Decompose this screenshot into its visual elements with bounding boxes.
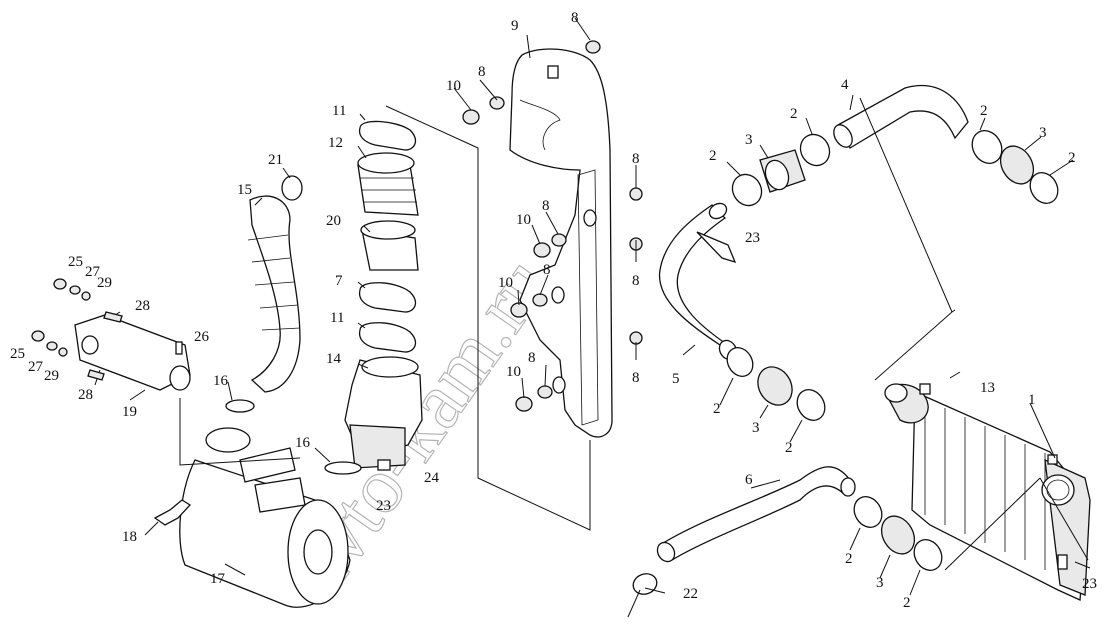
label-29: 29	[44, 368, 59, 384]
label-2: 2	[845, 551, 853, 567]
clamps-and-couplers	[632, 130, 1059, 595]
pipe-4	[833, 84, 969, 149]
bracket-19	[31, 278, 191, 391]
label-27: 27	[28, 359, 44, 375]
label-28: 28	[78, 387, 93, 403]
leader-lines	[129, 17, 1091, 618]
label-29: 29	[97, 275, 112, 291]
label-23: 23	[376, 498, 391, 514]
label-6: 6	[745, 472, 753, 488]
label-27: 27	[85, 264, 101, 280]
label-25: 25	[10, 346, 25, 362]
label-23: 23	[745, 230, 760, 246]
label-16: 16	[213, 373, 229, 389]
label-5: 5	[672, 371, 680, 387]
air-filter-17	[179, 399, 362, 608]
label-10: 10	[506, 364, 521, 380]
label-7: 7	[335, 273, 343, 289]
intake-stack	[344, 120, 423, 471]
label-20: 20	[326, 213, 341, 229]
intercooler-radiator	[884, 383, 1091, 601]
hose-5	[658, 202, 738, 361]
label-14: 14	[326, 351, 342, 367]
label-3: 3	[1039, 125, 1047, 141]
label-10: 10	[516, 212, 531, 228]
label-8: 8	[632, 273, 640, 289]
label-10: 10	[498, 275, 513, 291]
pipe-6	[656, 466, 856, 563]
panel-9	[509, 48, 613, 438]
sensor-18	[153, 499, 192, 526]
label-8: 8	[528, 350, 536, 366]
label-28: 28	[135, 298, 150, 314]
label-8: 8	[571, 10, 579, 26]
label-16: 16	[295, 435, 311, 451]
label-15: 15	[237, 182, 252, 198]
label-1: 1	[1028, 392, 1036, 408]
label-2: 2	[790, 106, 798, 122]
label-12: 12	[328, 135, 343, 151]
label-17: 17	[210, 571, 226, 587]
label-25: 25	[68, 254, 83, 270]
label-18: 18	[122, 529, 137, 545]
label-3: 3	[876, 575, 884, 591]
label-11: 11	[330, 310, 344, 326]
label-9: 9	[511, 18, 519, 34]
label-3: 3	[745, 132, 753, 148]
label-22: 22	[683, 586, 698, 602]
label-8: 8	[543, 262, 551, 278]
hose-15	[247, 175, 303, 393]
label-8: 8	[632, 151, 640, 167]
label-2: 2	[709, 148, 717, 164]
label-26: 26	[194, 329, 210, 345]
label-2: 2	[1068, 150, 1076, 166]
label-19: 19	[122, 404, 137, 420]
callout-labels: 1 2 2 2 2 2 2 2 2 3 3 3 3 4 5 6 7 8 8 8 …	[10, 10, 1097, 611]
label-10: 10	[446, 78, 461, 94]
label-8: 8	[542, 198, 550, 214]
label-21: 21	[268, 152, 283, 168]
label-23: 23	[1082, 576, 1097, 592]
label-2: 2	[980, 103, 988, 119]
label-8: 8	[632, 370, 640, 386]
label-8: 8	[478, 64, 486, 80]
label-4: 4	[841, 77, 849, 93]
label-2: 2	[903, 595, 911, 611]
nuts-8-10	[462, 40, 643, 412]
label-2: 2	[713, 401, 721, 417]
label-11: 11	[332, 103, 346, 119]
label-24: 24	[424, 470, 440, 486]
label-2: 2	[785, 440, 793, 456]
label-3: 3	[752, 420, 760, 436]
label-13: 13	[980, 380, 995, 396]
